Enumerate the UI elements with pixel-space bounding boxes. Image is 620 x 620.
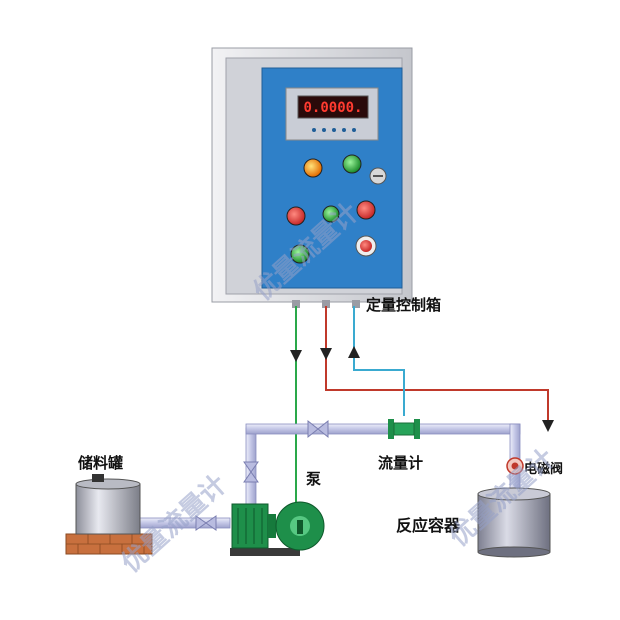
arrow-down-red [320,348,332,360]
lamp-red-left [286,206,306,226]
display-buttons [312,128,356,132]
label-control-box: 定量控制箱 [366,296,442,314]
lamp-green-top [342,154,362,174]
label-flowmeter: 流量计 [378,454,424,472]
lamp-green-low [290,244,310,264]
valve-main-line [307,419,329,439]
display-screen [297,95,369,119]
pump [230,501,325,556]
arrow-up-flowmeter [348,346,360,358]
lamp-red-right [356,200,376,220]
label-solenoid-valve: 电磁阀 [524,462,564,477]
signal-lines [290,306,554,520]
valve-tank-outlet [195,515,217,531]
flowmeter [388,419,420,439]
control-box [211,47,413,308]
display-reading: 0.0000. [303,100,363,116]
storage-tank [65,474,153,555]
lamp-green-mid [322,205,340,223]
emergency-stop-button [360,240,372,252]
signal-line-valve [325,306,549,426]
solenoid-valve [506,457,524,475]
reaction-vessel [477,487,551,558]
label-pump: 泵 [306,470,322,488]
label-storage-tank: 储料罐 [78,454,124,472]
lamp-yellow [303,158,323,178]
label-reaction-vessel: 反应容器 [396,516,461,535]
arrow-down-valve [542,420,554,432]
signal-line-flowmeter [353,306,405,416]
valve-pump-outlet [243,461,259,483]
arrow-down-pump [290,350,302,362]
